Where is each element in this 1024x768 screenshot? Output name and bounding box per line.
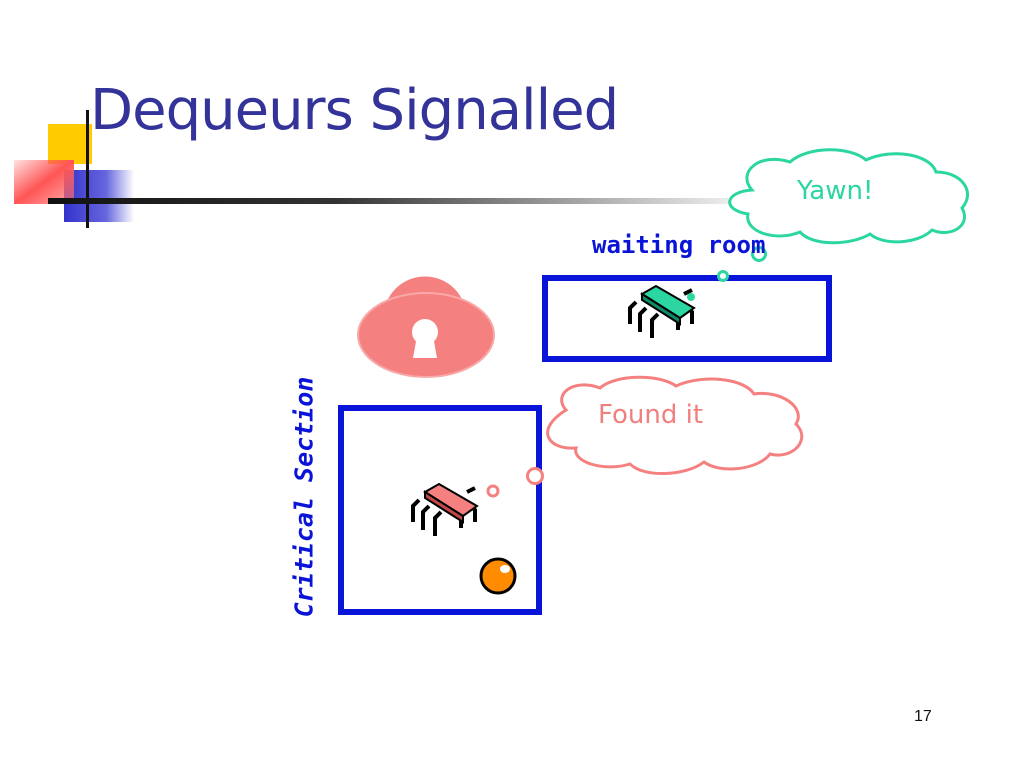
title-underline xyxy=(48,198,768,204)
yawn-bubble-text: Yawn! xyxy=(797,176,874,206)
deco-red-square xyxy=(14,160,74,204)
critical-section-label: Critical Section xyxy=(289,376,319,618)
thought-bubble xyxy=(486,375,804,498)
bug-icon xyxy=(628,284,696,338)
deco-blue-square xyxy=(64,170,134,222)
waiting-room-box xyxy=(542,275,832,362)
thought-bubble xyxy=(687,148,969,301)
deco-vertical-line xyxy=(86,110,89,228)
critical-section-box xyxy=(338,405,542,615)
bug-icon xyxy=(411,482,479,536)
token-icon xyxy=(479,557,517,595)
found-bubble-text: Found it xyxy=(598,400,704,430)
page-number: 17 xyxy=(914,708,932,725)
deco-yellow-square xyxy=(48,124,92,164)
slide-title: Dequeurs Signalled xyxy=(90,78,619,143)
waiting-room-label: waiting room xyxy=(592,231,766,259)
padlock-icon xyxy=(357,276,495,378)
